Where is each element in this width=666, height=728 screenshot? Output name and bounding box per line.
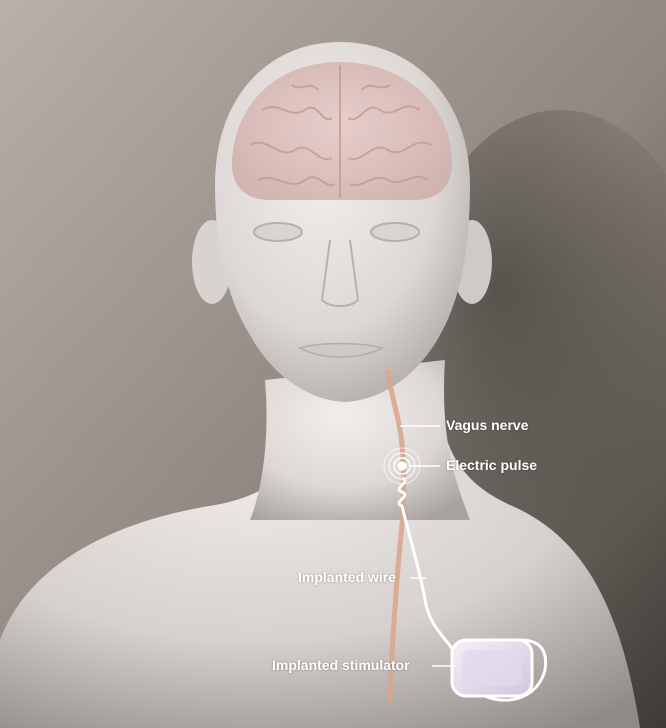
left-eye bbox=[254, 223, 302, 241]
right-eye bbox=[371, 223, 419, 241]
label-electric-pulse: Electric pulse bbox=[446, 457, 537, 473]
label-implanted-wire: Implanted wire bbox=[298, 569, 396, 585]
label-vagus-nerve: Vagus nerve bbox=[446, 417, 529, 433]
label-implanted-stimulator: Implanted stimulator bbox=[272, 657, 410, 673]
stimulator-face bbox=[462, 650, 522, 686]
